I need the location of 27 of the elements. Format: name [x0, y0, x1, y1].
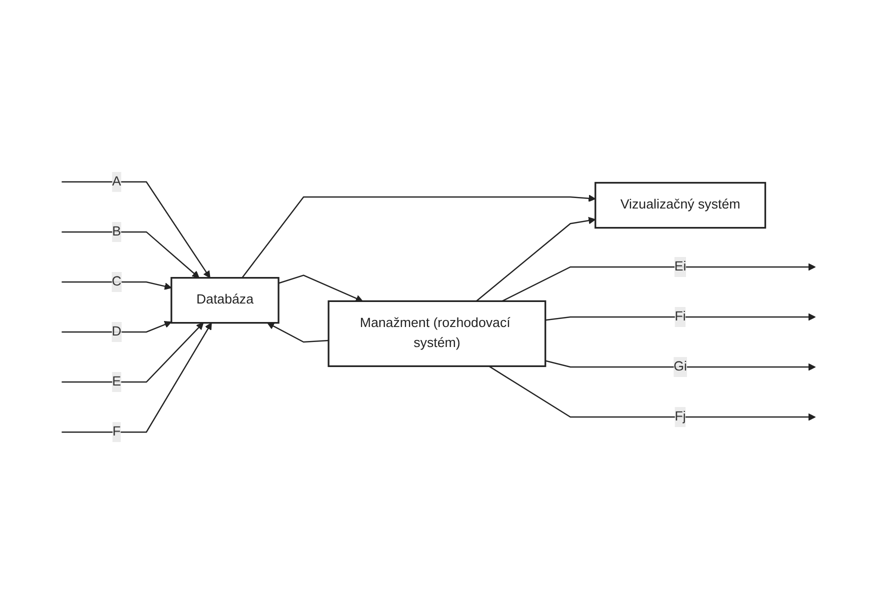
node-box: Vizualizačný systém — [594, 182, 766, 229]
node-box: Databáza — [170, 276, 280, 324]
edge-label: A — [112, 174, 121, 189]
arrow — [488, 366, 816, 421]
edge-label: D — [112, 324, 122, 339]
arrow — [545, 360, 816, 371]
arrow — [278, 274, 363, 302]
node-box: Manažment (rozhodovací systém) — [328, 300, 546, 368]
edge-label: Ei — [674, 259, 686, 274]
edge-label: E — [112, 374, 121, 389]
arrow — [545, 313, 816, 321]
edge-label: Gi — [674, 360, 687, 374]
arrow — [62, 181, 210, 278]
arrow — [267, 322, 329, 343]
arrow — [62, 322, 204, 383]
edge-label: C — [112, 274, 122, 289]
edge-label: Fj — [674, 410, 686, 424]
arrow — [62, 231, 200, 278]
arrow — [62, 321, 172, 333]
arrow — [62, 281, 172, 290]
edge-label: B — [112, 224, 121, 239]
arrow — [502, 263, 816, 302]
arrow — [476, 216, 596, 302]
edge-label: F — [112, 424, 121, 439]
arrow — [62, 322, 212, 433]
edge-label: Fi — [674, 310, 686, 324]
arrow — [242, 194, 596, 278]
